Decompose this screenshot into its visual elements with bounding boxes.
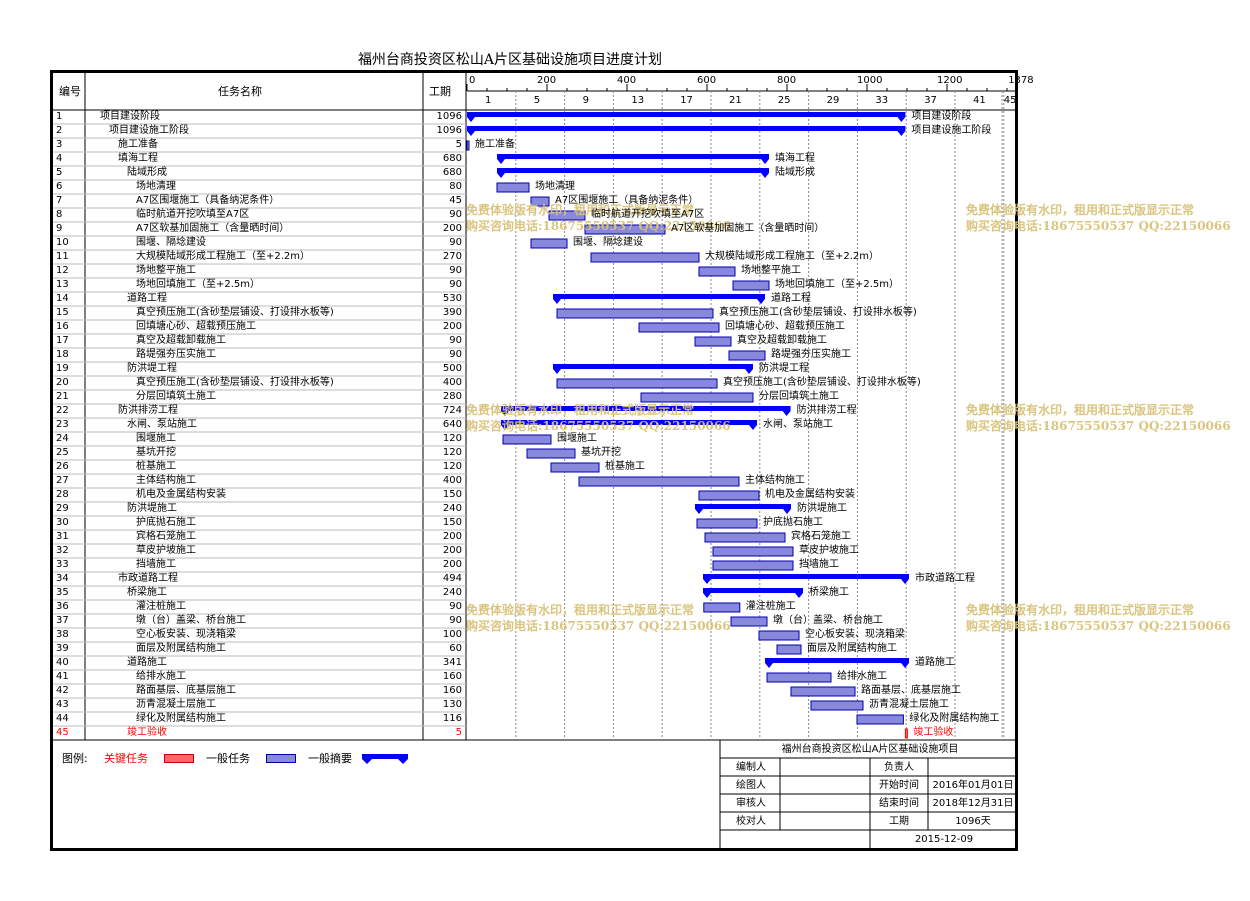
task-bar [694,336,732,347]
task-bar [640,392,754,403]
summary-bar [695,504,791,514]
task-bar [638,322,720,333]
summary-bar [467,112,906,122]
task-bar [712,560,794,571]
task-bar [704,532,786,543]
task-bar [732,280,770,291]
summary-bar [501,420,757,430]
task-bar [728,350,766,361]
summary-bar [553,364,753,374]
task-bar [550,462,600,473]
task-bar [696,518,758,529]
gantt-grid [53,73,1015,848]
task-bar [496,182,530,193]
summary-bar [553,294,765,304]
task-bar [584,224,666,235]
summary-bar [497,168,769,178]
summary-bar [501,406,791,416]
task-bar [810,700,864,711]
task-bar [502,434,552,445]
task-bar [856,714,904,725]
task-bar [590,252,700,263]
task-bar [530,196,550,207]
task-bar [556,308,714,319]
task-bar [556,378,718,389]
task-bar [698,490,760,501]
task-bar [466,140,470,151]
task-bar [758,630,800,641]
critical-bar [904,728,908,739]
task-bar [530,238,568,249]
summary-bar [765,658,909,668]
gantt-frame [50,70,1018,851]
summary-bar [703,574,909,584]
task-bar [776,644,802,655]
task-bar [703,602,741,613]
task-bar [730,616,768,627]
task-bar [712,546,794,557]
summary-bar [467,126,906,136]
task-bar [578,476,740,487]
page-title: 福州台商投资区松山A片区基础设施项目进度计划 [357,52,663,68]
task-bar [766,672,832,683]
task-bar [548,210,586,221]
task-bar [790,686,856,697]
task-bar [698,266,736,277]
summary-bar [703,588,803,598]
task-bar [526,448,576,459]
summary-bar [497,154,769,164]
